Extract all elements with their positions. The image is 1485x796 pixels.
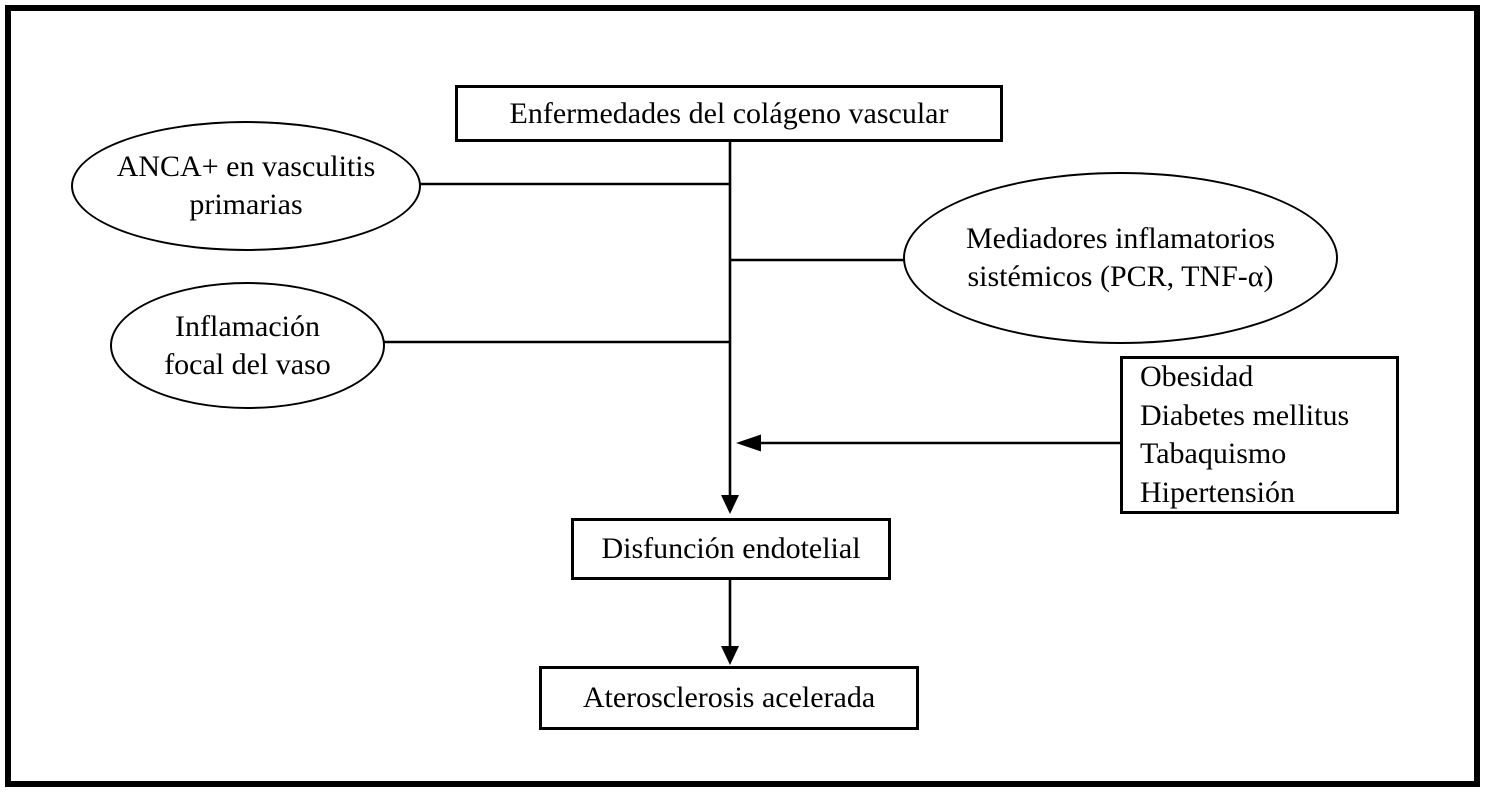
risk-factor-tabaquismo: Tabaquismo	[1140, 437, 1287, 470]
node-collagen-diseases-label: Enfermedades del colágeno vascular	[509, 96, 949, 130]
node-aterosclerosis-acelerada: Aterosclerosis acelerada	[539, 666, 919, 730]
node-risk-factors: Obesidad Diabetes mellitus Tabaquismo Hi…	[1120, 356, 1399, 514]
node-anca-line1: ANCA+ en vasculitis	[116, 150, 376, 183]
risk-factor-diabetes: Diabetes mellitus	[1140, 398, 1350, 432]
arrowhead-down-atero-icon	[721, 646, 739, 665]
risk-factor-hipertension: Hipertensión	[1140, 475, 1295, 509]
arrowhead-left-riskfactors-icon	[736, 434, 761, 452]
node-mediadores-inflamatorios: Mediadores inflamatorios sistémicos (PCR…	[903, 172, 1338, 344]
diagram-outer-border	[5, 5, 1480, 787]
node-atero-label: Aterosclerosis acelerada	[582, 681, 876, 714]
node-disfuncion-endotelial: Disfunción endotelial	[571, 518, 891, 580]
node-collagen-diseases: Enfermedades del colágeno vascular	[455, 85, 1003, 142]
node-mediadores-line1: Mediadores inflamatorios	[965, 222, 1276, 255]
arrowhead-down-disfuncion-icon	[721, 495, 739, 514]
node-anca-vasculitis: ANCA+ en vasculitis primarias	[71, 121, 421, 251]
node-disfuncion-label: Disfunción endotelial	[601, 532, 861, 565]
risk-factor-obesidad: Obesidad	[1140, 360, 1254, 393]
node-anca-line2: primarias	[189, 188, 303, 221]
node-inflamacion-line1: Inflamación	[175, 309, 320, 343]
node-inflamacion-line2: focal del vaso	[164, 347, 331, 381]
node-inflamacion-focal: Inflamación focal del vaso	[110, 282, 385, 409]
node-mediadores-line2: sistémicos (PCR, TNF-α)	[967, 260, 1274, 293]
